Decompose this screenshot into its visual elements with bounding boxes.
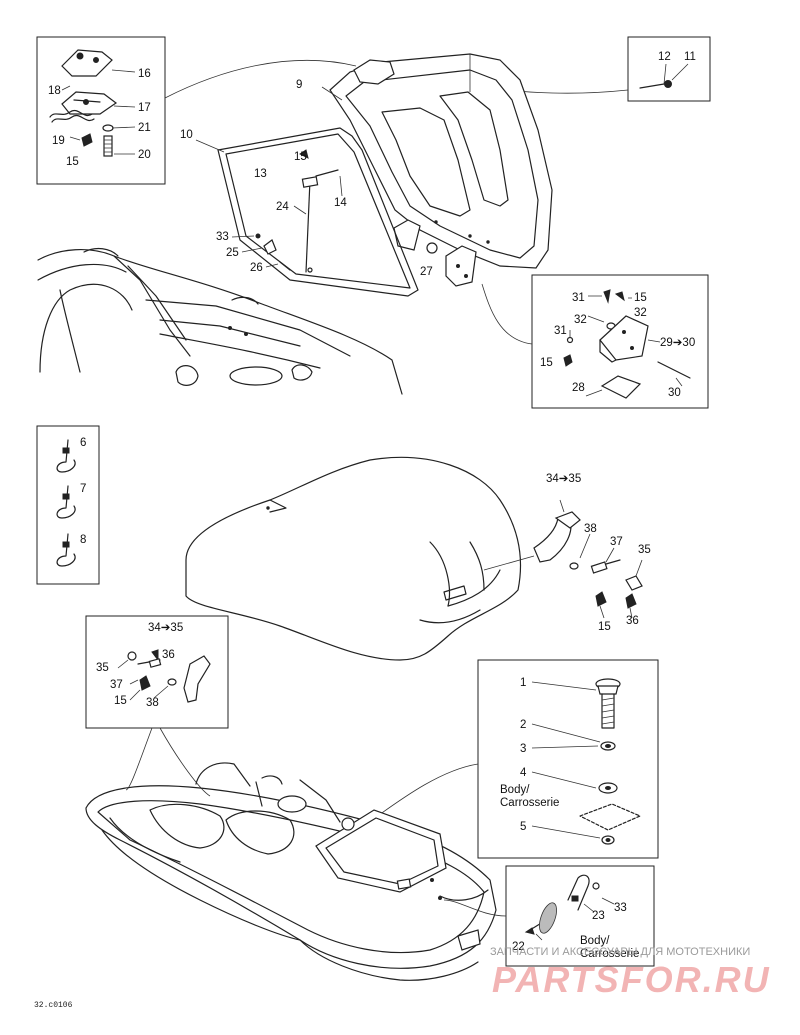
boat-deck-section	[37, 247, 403, 395]
leader-10	[195, 139, 225, 153]
callout-7: 7	[80, 483, 86, 495]
callout-20: 20	[138, 149, 151, 161]
callout-6: 6	[80, 437, 86, 449]
callout-24: 24	[276, 201, 289, 213]
callout-9: 9	[296, 79, 302, 91]
callout-36-right: 36	[626, 615, 639, 627]
body-label-strap: Body/	[580, 935, 610, 947]
callout-11: 11	[684, 51, 696, 63]
carrosserie-label-strap: Carrosserie	[580, 948, 639, 960]
callout-12: 12	[658, 51, 671, 63]
callout-1: 1	[520, 677, 526, 689]
leader-9	[321, 86, 343, 101]
callout-3: 3	[520, 743, 526, 755]
cover-latch-parts	[483, 499, 643, 619]
callout-34-35-left: 34➔35	[148, 622, 183, 634]
callout-37-right: 37	[610, 536, 623, 548]
strap-leader	[443, 899, 507, 917]
callout-34-35-right: 34➔35	[546, 473, 581, 485]
callout-15-hinge-top: 15	[634, 292, 647, 304]
latch-box-leader-b	[159, 727, 211, 797]
callout-35-left: 35	[96, 662, 109, 674]
carrosserie-label-bumper: Carrosserie	[500, 797, 559, 809]
engine-cover	[185, 456, 522, 661]
callout-38-right: 38	[584, 523, 597, 535]
callout-33-strap: 33	[614, 902, 627, 914]
leaders-25-33	[231, 235, 279, 268]
callout-4: 4	[520, 767, 527, 779]
bumper-detail-box	[477, 659, 659, 859]
callout-30: 30	[668, 387, 681, 399]
leaders-14-24	[293, 175, 343, 215]
storage-hatch	[329, 53, 553, 287]
callout-13: 13	[254, 168, 267, 180]
latch-leader	[164, 59, 357, 99]
callout-15-cover: 15	[598, 621, 611, 633]
callout-14: 14	[334, 197, 347, 209]
callout-8: 8	[80, 534, 86, 546]
latch-box-leader-a	[125, 727, 153, 791]
boat-hull	[85, 762, 497, 981]
callout-18: 18	[48, 85, 61, 97]
latch-detail-box	[36, 36, 166, 185]
latch-handle-box	[85, 615, 229, 729]
callout-15-hinge-left: 15	[540, 357, 553, 369]
fastener-box-11-12	[627, 36, 711, 102]
callout-32-right: 32	[634, 307, 647, 319]
hinge-leader	[481, 283, 533, 345]
callout-25: 25	[226, 247, 239, 259]
callout-10: 10	[180, 129, 193, 141]
callout-37-left: 37	[110, 679, 123, 691]
callout-36-left: 36	[162, 649, 175, 661]
callout-35-right: 35	[638, 544, 651, 556]
diagram-code: 32.c0106	[34, 1001, 73, 1010]
callout-22: 22	[512, 941, 525, 953]
callout-21: 21	[138, 122, 151, 134]
callout-15-left: 15	[114, 695, 127, 707]
callout-15-latch: 15	[66, 156, 79, 168]
body-label-bumper: Body/	[500, 784, 530, 796]
bumper-leader	[371, 763, 479, 821]
callout-29-30: 29➔30	[660, 337, 695, 349]
callout-15-hatch: 15	[294, 151, 307, 163]
callout-27: 27	[420, 266, 433, 278]
callout-31-left: 31	[554, 325, 567, 337]
callout-33-hatch: 33	[216, 231, 229, 243]
callout-19: 19	[52, 135, 65, 147]
watermark-tagline: ЗАПЧАСТИ И АКСЕССУАРЫ ДЛЯ МОТОТЕХНИКИ	[490, 946, 750, 958]
callout-26: 26	[250, 262, 263, 274]
cable-tie-box	[36, 425, 100, 585]
callout-28: 28	[572, 382, 585, 394]
callout-16: 16	[138, 68, 151, 80]
callout-32-left: 32	[574, 314, 587, 326]
callout-2: 2	[520, 719, 526, 731]
callout-17: 17	[138, 102, 151, 114]
callout-31-top: 31	[572, 292, 585, 304]
watermark-brand: PARTSFOR.RU	[492, 959, 771, 1000]
callout-38-left: 38	[146, 697, 159, 709]
callout-23: 23	[592, 910, 605, 922]
hinge-detail-box	[531, 274, 709, 409]
callout-5: 5	[520, 821, 526, 833]
